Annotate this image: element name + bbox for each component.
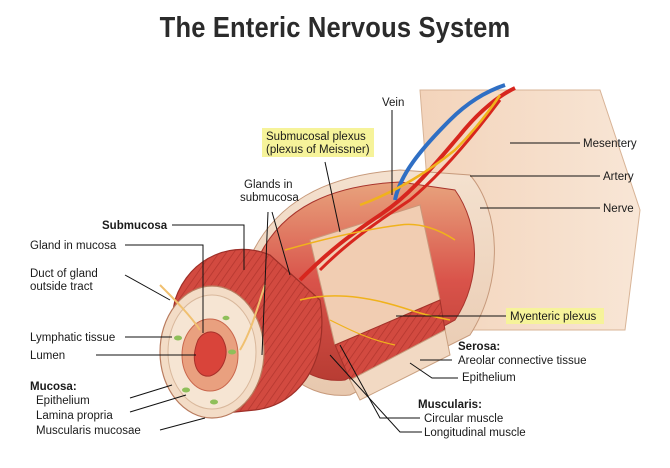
label-serosa-epithelium: Epithelium: [462, 372, 516, 384]
label-circular-muscle: Circular muscle: [424, 413, 503, 425]
label-lamina-propria: Lamina propria: [36, 410, 113, 422]
label-mucosa: Mucosa:: [30, 381, 77, 393]
label-glands-in: Glands in: [244, 179, 293, 191]
label-longitudinal-muscle: Longitudinal muscle: [424, 427, 526, 439]
label-serosa: Serosa:: [458, 341, 500, 353]
submucosal-plexus-highlight: [262, 128, 374, 157]
diagram-title: The Enteric Nervous System: [159, 12, 511, 44]
label-nerve: Nerve: [603, 203, 634, 215]
label-submucosal-plexus: Submucosal plexus: [266, 131, 366, 143]
tract-cross-section: [159, 248, 323, 419]
label-submucosa: Submucosa: [102, 220, 168, 232]
blood-vessels: [159, 83, 516, 351]
label-mucosa-epithelium: Epithelium: [36, 395, 90, 407]
label-lumen: Lumen: [30, 350, 65, 362]
label-vein: Vein: [382, 97, 404, 109]
leader-lines: [96, 110, 600, 433]
label-outside-tract: outside tract: [30, 281, 93, 293]
label-duct-of-gland: Duct of gland: [30, 268, 98, 280]
label-artery: Artery: [603, 171, 634, 183]
label-gland-in-mucosa: Gland in mucosa: [30, 240, 117, 252]
label-areolar-connective-tissue: Areolar connective tissue: [458, 355, 586, 367]
label-plexus-of-meissner: (plexus of Meissner): [266, 144, 370, 156]
label-lymphatic-tissue: Lymphatic tissue: [30, 332, 115, 344]
label-submucosa-glands: submucosa: [240, 192, 299, 204]
label-muscularis-mucosae: Muscularis mucosae: [36, 425, 141, 437]
label-myenteric-plexus: Myenteric plexus: [510, 311, 597, 323]
myenteric-plexus-highlight: [506, 308, 604, 324]
label-mesentery: Mesentery: [583, 138, 637, 150]
label-muscularis: Muscularis:: [418, 399, 482, 411]
